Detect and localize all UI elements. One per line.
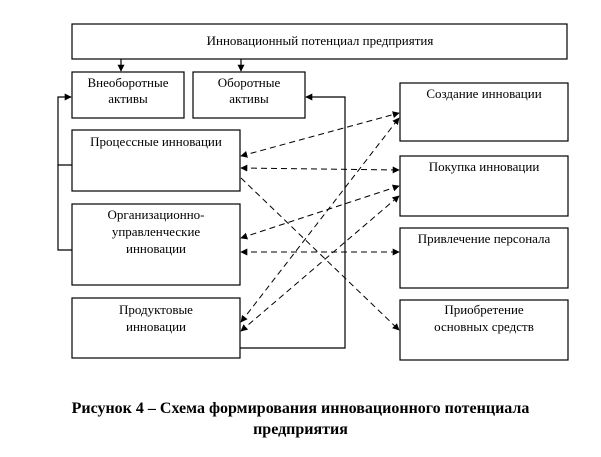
box-innovation-purchase xyxy=(399,155,569,217)
dashed-product-creation xyxy=(240,117,400,323)
dashed-process-purchase xyxy=(240,164,400,174)
box-product-innovations xyxy=(71,297,241,359)
box-innovation-potential xyxy=(71,23,568,60)
label-innovation-potential: Инновационный потенциал предприятия xyxy=(207,33,434,48)
box-process-innovations xyxy=(71,129,241,192)
box-innovation-creation xyxy=(399,82,569,142)
arrow-product-to-current xyxy=(240,93,346,349)
label-innovation-purchase: Покупка инновации xyxy=(429,159,540,174)
box-staff-attraction xyxy=(399,227,569,289)
caption-line-1: Рисунок 4 – Схема формирования инновацио… xyxy=(71,400,530,417)
dashed-org-purchase xyxy=(240,184,400,240)
box-current-assets xyxy=(192,71,306,119)
caption-line-2: предприятия xyxy=(253,421,348,438)
dashed-product-purchase xyxy=(240,195,400,332)
label-staff-attraction: Привлечение персонала xyxy=(418,231,551,246)
box-non-current-assets xyxy=(71,71,185,119)
box-fixed-assets-acquisition xyxy=(399,299,569,361)
bracket-process-org xyxy=(57,164,72,251)
label-innovation-creation: Создание инновации xyxy=(426,86,541,101)
label-process-innovations: Процессные инновации xyxy=(90,134,222,149)
dashed-process-creation xyxy=(240,111,400,158)
dashed-process-fixed-assets xyxy=(240,177,400,331)
box-org-innovations xyxy=(71,203,241,286)
arrow-to-non-current xyxy=(57,93,72,165)
